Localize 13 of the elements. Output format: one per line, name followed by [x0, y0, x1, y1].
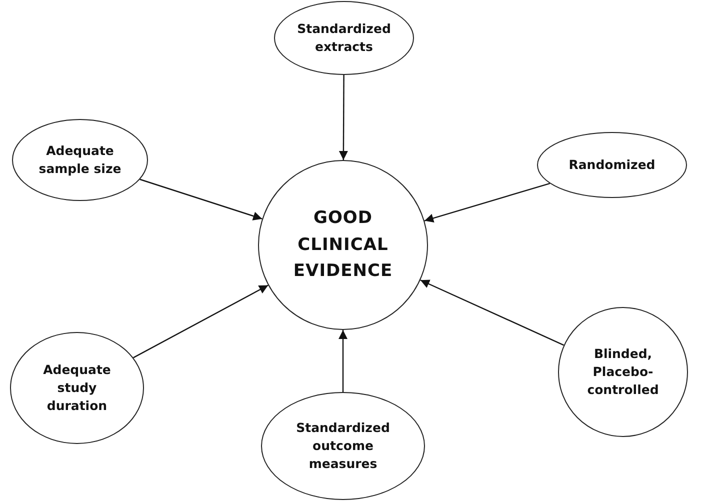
- node-label: Standardized outcome measures: [295, 418, 391, 474]
- node-label: Adequate sample size: [38, 142, 122, 178]
- node-label: Randomized: [568, 156, 656, 174]
- arrow: [424, 182, 550, 223]
- arrow: [140, 178, 262, 220]
- arrow: [338, 330, 348, 392]
- node-label: Standardized extracts: [296, 20, 392, 56]
- node-label: Adequate study duration: [42, 360, 112, 416]
- arrow: [338, 75, 348, 160]
- arrow: [420, 280, 564, 346]
- center-label: GOOD CLINICAL EVIDENCE: [292, 207, 394, 284]
- arrow: [133, 284, 268, 358]
- node-label: Blinded, Placebo-controlled: [586, 344, 660, 400]
